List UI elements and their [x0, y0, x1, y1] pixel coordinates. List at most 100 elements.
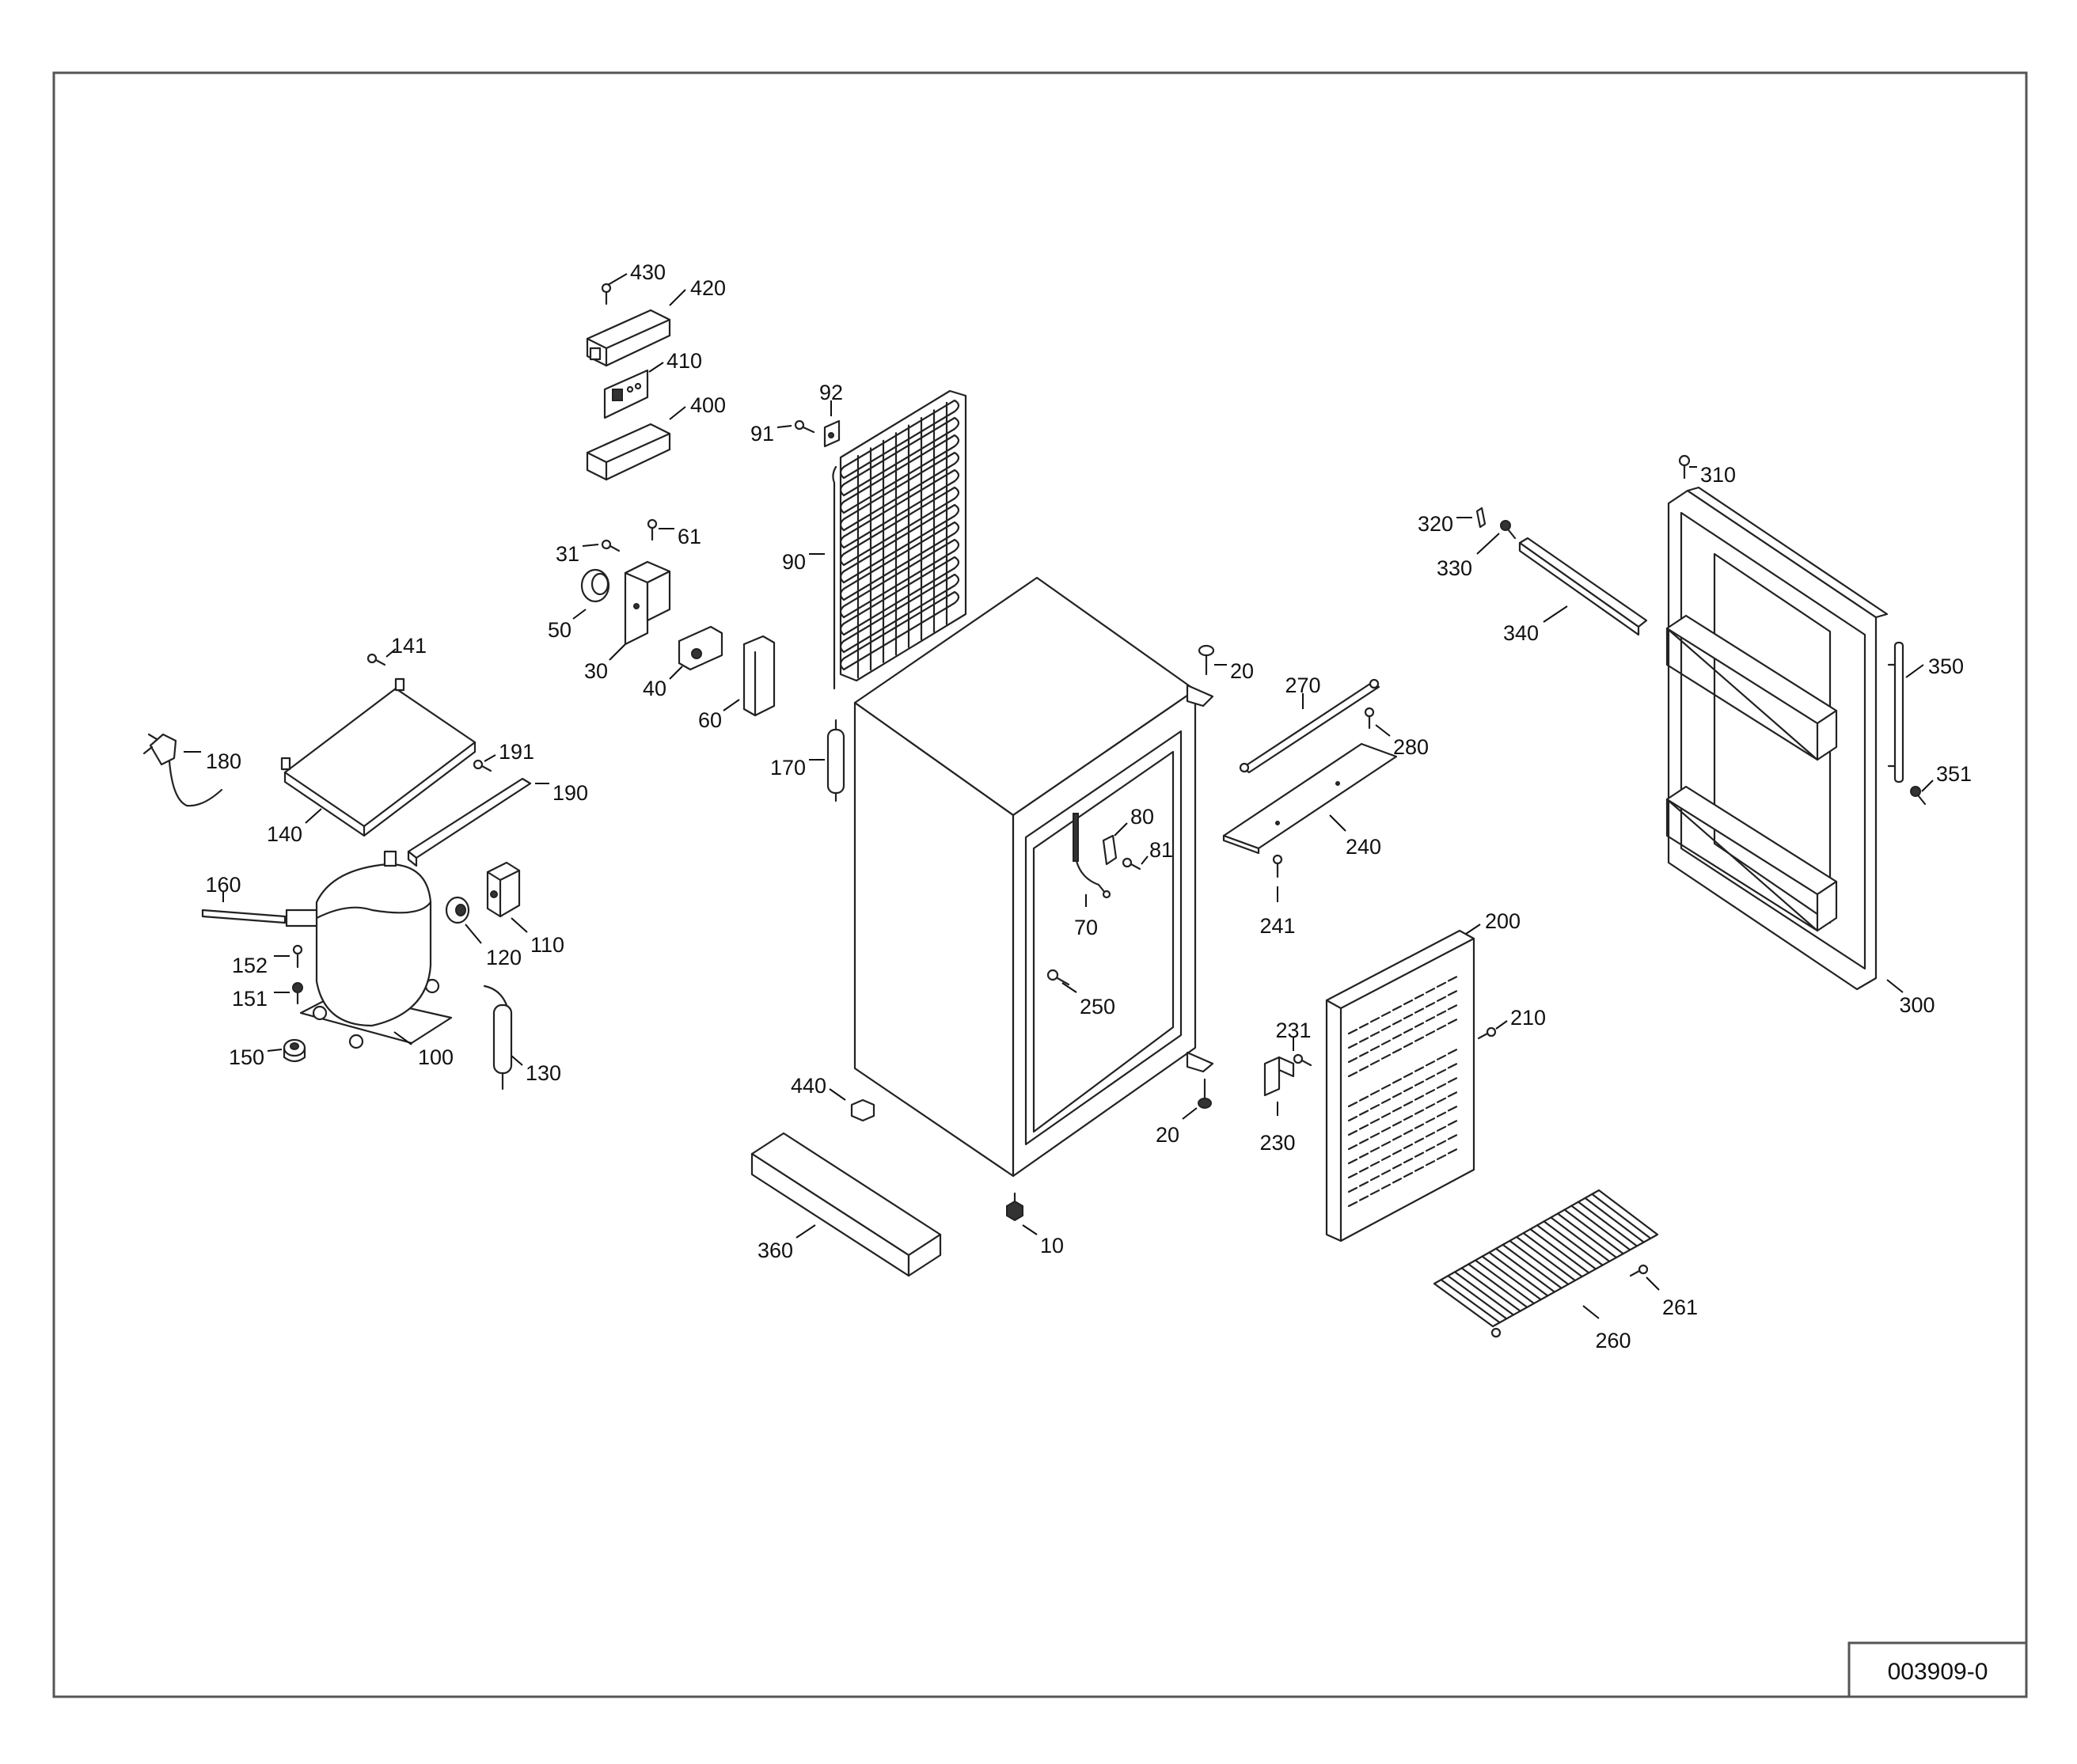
sensor-holder-icon [1102, 834, 1118, 866]
callout-160-tube: 160 [205, 873, 241, 897]
drip-tray-icon [280, 677, 477, 837]
cabinet-icon [853, 576, 1214, 1178]
shelf-wire [1440, 1278, 1501, 1324]
bracket-230-icon [1263, 1056, 1295, 1097]
callout-320-hinge: 320 [1418, 512, 1453, 536]
grille-slot [1436, 1125, 1447, 1132]
callout-150-rubber-foot: 150 [229, 1045, 264, 1069]
hinge-pin-top-icon [1198, 644, 1215, 676]
handle-strip-icon [1518, 537, 1648, 636]
screw-231-icon [1293, 1053, 1312, 1067]
callout-241-screw: 241 [1259, 914, 1295, 938]
leader-line-210-screw [1495, 1020, 1508, 1030]
callout-240-hinge-plate: 240 [1346, 835, 1381, 859]
drawing-frame [52, 71, 2028, 1698]
shelf-wire [1474, 1259, 1536, 1305]
grille-slot [1414, 1094, 1425, 1101]
grille-slot [1347, 1101, 1358, 1108]
grille-slot [1392, 1149, 1403, 1155]
grille-slot [1403, 1171, 1414, 1178]
condenser-coil-tube [839, 538, 960, 619]
grille-slot [1403, 1143, 1414, 1150]
leader-line-260-wire-shelf [1582, 1305, 1600, 1319]
grille-slot [1436, 1054, 1447, 1060]
callout-310-screw: 310 [1700, 463, 1736, 487]
grille-slot [1414, 1123, 1425, 1129]
grille-slot [1380, 1025, 1392, 1031]
grille-slot [1392, 1005, 1403, 1011]
rubber-foot-icon [283, 1038, 306, 1063]
grille-slot [1380, 1112, 1392, 1118]
leader-line-80-sensor-holder [1114, 822, 1128, 836]
grille-slot [1369, 1118, 1380, 1125]
callout-400-control-housing-bottom: 400 [690, 393, 726, 417]
screw-152-icon [292, 944, 303, 969]
callout-20-hinge-pin-top: 20 [1230, 659, 1254, 683]
callout-152-screw: 152 [232, 954, 268, 977]
leader-line-330-screw [1476, 533, 1500, 555]
leader-line-430-screw [607, 273, 628, 286]
callout-200-back-grille: 200 [1485, 909, 1521, 933]
callout-120-relay: 120 [486, 946, 522, 969]
shelf-wire [1453, 1271, 1515, 1316]
screw-330-icon [1500, 520, 1517, 540]
screw-241-icon [1272, 854, 1283, 878]
callout-260-wire-shelf: 260 [1595, 1329, 1631, 1352]
grille-slot [1347, 1028, 1358, 1035]
grille-slot [1347, 1186, 1358, 1193]
grille-slot [1447, 976, 1458, 982]
compressor-icon [285, 850, 453, 1049]
shelf-wire [1522, 1231, 1583, 1278]
leader-line-340-handle-strip [1543, 605, 1568, 623]
callout-340-handle-strip: 340 [1503, 621, 1539, 645]
grille-slot [1347, 1129, 1358, 1136]
callout-140-drip-tray: 140 [267, 822, 302, 846]
grille-slot [1380, 1011, 1392, 1017]
grille-slot [1369, 1060, 1380, 1066]
leader-line-141-screw [385, 648, 397, 658]
grille-slot [1414, 1166, 1425, 1172]
callout-91-screw: 91 [750, 422, 774, 446]
control-housing-top-icon [586, 309, 671, 367]
grille-slot [1358, 1152, 1369, 1159]
leader-line-91-screw [777, 425, 792, 428]
base-block-icon [750, 1132, 942, 1277]
grille-slot [1358, 1051, 1369, 1057]
leader-line-351-screw [1921, 780, 1934, 792]
knob-50-icon [580, 568, 610, 603]
grille-slot [1436, 1097, 1447, 1103]
grille-slot [1358, 1167, 1369, 1173]
callout-270-hinge-bar: 270 [1285, 673, 1320, 697]
shelf-wire [1515, 1235, 1577, 1282]
condenser-coil-tube [839, 486, 960, 567]
adjustable-foot-icon [1006, 1192, 1023, 1222]
leader-line-60-cover [723, 699, 740, 711]
grille-slot [1369, 1017, 1380, 1023]
hinge-pin-bottom-icon [1198, 1078, 1212, 1109]
door-handle-icon [1887, 641, 1904, 783]
leader-line-440-foot [829, 1088, 846, 1101]
grille-slot [1380, 1183, 1392, 1189]
leader-line-20-hinge-pin-bottom [1182, 1107, 1198, 1120]
condenser-coil-tube [839, 416, 960, 497]
condenser-coil-tube [839, 399, 960, 480]
callout-261-screw: 261 [1662, 1295, 1698, 1319]
door-icon [1665, 486, 1889, 991]
shelf-wire [1563, 1208, 1624, 1255]
grille-slot [1392, 1163, 1403, 1170]
filter-dryer-icon [483, 984, 513, 1091]
callout-92-clip: 92 [819, 381, 843, 404]
drawing-code: 003909-0 [1888, 1659, 1988, 1685]
grille-slot [1369, 1161, 1380, 1167]
grille-slot [1392, 1078, 1403, 1084]
leader-line-81-screw [1141, 855, 1149, 865]
screw-91-icon [794, 419, 815, 434]
leader-line-360-base-block [795, 1224, 816, 1239]
condenser-coil-tube [839, 573, 960, 654]
callout-110-starter: 110 [530, 933, 564, 957]
grille-slot [1414, 993, 1425, 1000]
screw-250-icon [1046, 969, 1070, 986]
grille-slot [1436, 1154, 1447, 1160]
